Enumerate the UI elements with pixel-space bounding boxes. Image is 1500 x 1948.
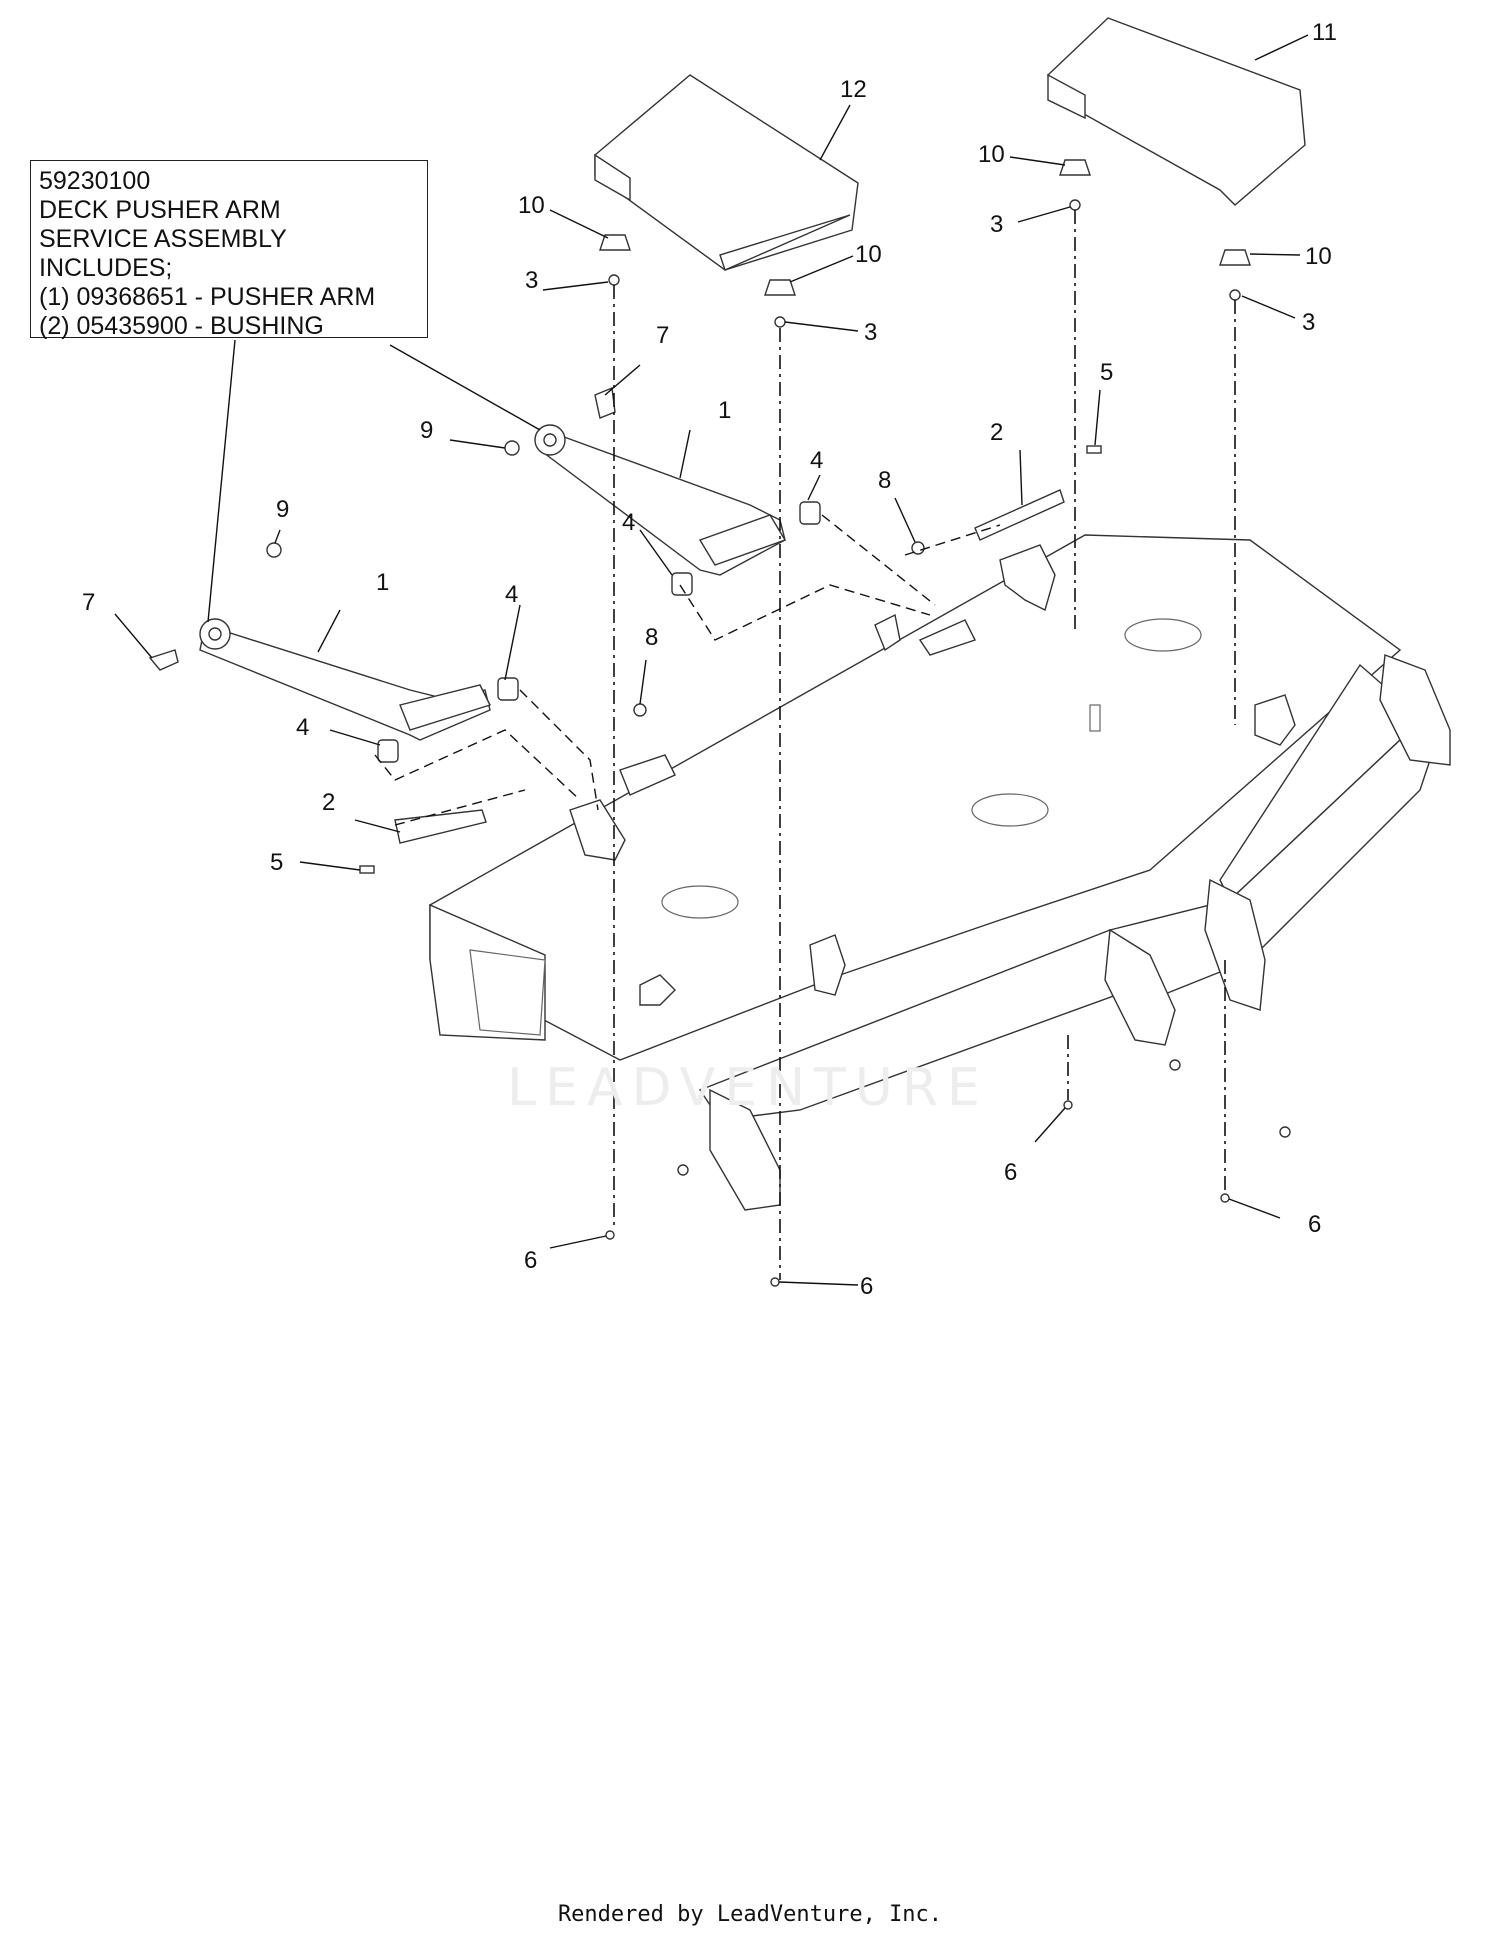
mower-deck [429, 534, 1451, 1211]
bolt-5-right [1086, 445, 1102, 454]
mount-10-b [764, 279, 796, 296]
stud-3-c [1069, 199, 1081, 211]
label-3-c: 3 [990, 211, 1003, 238]
assembly-lines [374, 210, 1236, 1280]
label-1-left: 1 [376, 569, 389, 596]
callout-line: (2) 05435900 - BUSHING [39, 312, 324, 340]
fastener-6-c [1063, 1100, 1073, 1110]
label-10-c: 10 [978, 141, 1005, 168]
label-12: 12 [840, 76, 867, 103]
nut-9-right [504, 440, 520, 456]
callout-line: INCLUDES; [39, 254, 173, 282]
label-3-d: 3 [1302, 309, 1315, 336]
watermark: LEADVENTURE [507, 1058, 989, 1118]
label-4-c: 4 [622, 509, 635, 536]
bushing-left-lower [377, 739, 399, 763]
callout-line: DECK PUSHER ARM [39, 196, 281, 224]
callout-line: SERVICE ASSEMBLY [39, 225, 287, 253]
footer-credit: Rendered by LeadVenture, Inc. [557, 1902, 943, 1927]
label-2-left: 2 [322, 789, 335, 816]
fastener-6-a [605, 1230, 615, 1240]
bushing-right-upper [799, 501, 821, 525]
bushing-left-upper [497, 677, 519, 701]
bolt-7-left [148, 649, 179, 671]
fastener-6-b [770, 1277, 780, 1287]
label-4-a: 4 [296, 714, 309, 741]
pusher-arm-right [534, 424, 787, 576]
label-7-left: 7 [82, 589, 95, 616]
pin-left [394, 809, 487, 844]
bolt-5-left [359, 865, 375, 874]
callout-line: (1) 09368651 - PUSHER ARM [39, 283, 376, 311]
label-6-a: 6 [524, 1247, 537, 1274]
fastener-6-d [1220, 1193, 1230, 1203]
label-4-b: 4 [505, 581, 518, 608]
label-6-d: 6 [1308, 1211, 1321, 1238]
label-4-d: 4 [810, 447, 823, 474]
leader-lines [114, 34, 1309, 1286]
nut-8-left [633, 703, 647, 717]
label-7-right: 7 [656, 322, 669, 349]
mount-10-d [1219, 249, 1251, 266]
label-2-right: 2 [990, 419, 1003, 446]
label-3-b: 3 [864, 319, 877, 346]
bolt-7-right [594, 387, 616, 419]
cover-11 [1047, 17, 1306, 206]
label-5-left: 5 [270, 849, 283, 876]
label-8-left: 8 [645, 624, 658, 651]
label-3-a: 3 [525, 267, 538, 294]
stud-3-a [608, 274, 620, 286]
callout-line: 59230100 [39, 167, 151, 195]
part-labels: 1 1 2 2 3 3 3 3 4 4 4 4 5 5 6 6 6 6 7 7 … [82, 19, 1337, 1300]
label-10-a: 10 [518, 192, 545, 219]
label-8-right: 8 [878, 467, 891, 494]
label-10-b: 10 [855, 241, 882, 268]
label-10-d: 10 [1305, 243, 1332, 270]
pusher-arm-left [199, 618, 491, 741]
stud-3-d [1229, 289, 1241, 301]
label-6-c: 6 [1004, 1159, 1017, 1186]
cover-12 [594, 74, 859, 271]
label-5-right: 5 [1100, 359, 1113, 386]
nut-9-left [266, 542, 282, 558]
service-assembly-callout: 59230100 DECK PUSHER ARM SERVICE ASSEMBL… [30, 160, 428, 340]
label-1-right: 1 [718, 397, 731, 424]
label-11: 11 [1312, 19, 1337, 46]
bushing-right-lower [671, 572, 693, 596]
nut-8-right [911, 541, 925, 555]
pin-right [974, 489, 1065, 541]
stud-3-b [774, 316, 786, 328]
mount-10-c [1059, 159, 1091, 176]
label-6-b: 6 [860, 1273, 873, 1300]
label-9-right: 9 [420, 417, 433, 444]
label-9-left: 9 [276, 496, 289, 523]
mount-10-a [599, 234, 631, 251]
